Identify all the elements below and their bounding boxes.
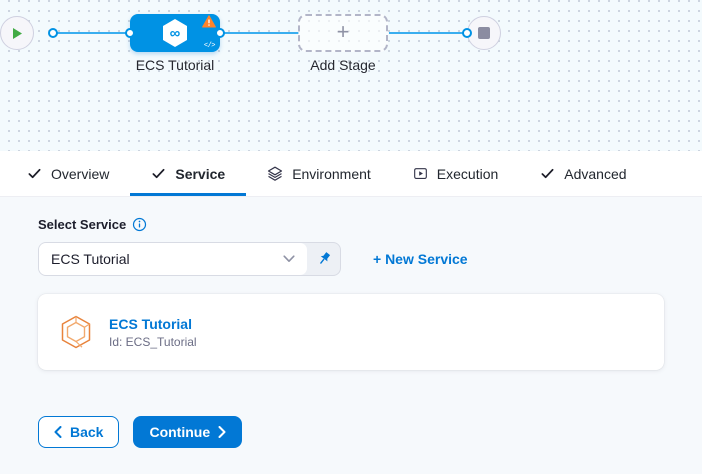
port-end-in[interactable]: [462, 28, 472, 38]
port-stage-in[interactable]: [125, 28, 135, 38]
tab-advanced[interactable]: Advanced: [519, 151, 647, 196]
service-card[interactable]: ECS Tutorial Id: ECS_Tutorial: [38, 294, 664, 370]
info-icon[interactable]: [132, 217, 147, 232]
stage-node-ecs-tutorial[interactable]: ∞ </>: [130, 14, 220, 52]
select-service-label: Select Service: [38, 217, 127, 232]
tab-overview[interactable]: Overview: [6, 151, 130, 196]
pipeline-end-node: [467, 16, 501, 50]
port-stage-out[interactable]: [215, 28, 225, 38]
tab-environment[interactable]: Environment: [246, 151, 392, 196]
tab-service[interactable]: Service: [130, 151, 246, 196]
service-hexagon-icon: [61, 315, 91, 349]
play-icon: [13, 27, 22, 39]
stage-tabbar: Overview Service Environment Execution A…: [0, 151, 702, 197]
add-stage-button[interactable]: +: [298, 14, 388, 52]
warning-icon[interactable]: [202, 15, 216, 28]
check-icon: [28, 168, 41, 179]
back-button[interactable]: Back: [38, 416, 120, 448]
edge-start-to-stage: [53, 32, 130, 34]
plus-icon: +: [336, 19, 350, 44]
port-start-out[interactable]: [48, 28, 58, 38]
execution-icon: [413, 168, 427, 179]
service-card-id: Id: ECS_Tutorial: [109, 334, 197, 349]
service-card-title[interactable]: ECS Tutorial: [109, 315, 192, 332]
service-select-value: ECS Tutorial: [51, 251, 130, 267]
svg-text:∞: ∞: [170, 25, 181, 42]
chevron-down-icon: [283, 255, 295, 262]
code-badge[interactable]: </>: [203, 42, 216, 50]
continue-button[interactable]: Continue: [133, 416, 243, 448]
service-select-input[interactable]: ECS Tutorial: [39, 243, 307, 275]
chevron-right-icon: [218, 426, 226, 438]
stop-icon: [478, 27, 490, 39]
edge-stage-to-addstage: [219, 32, 299, 34]
pipeline-start-node: [0, 16, 34, 50]
new-service-button[interactable]: + New Service: [373, 251, 468, 267]
tab-execution[interactable]: Execution: [392, 151, 519, 196]
check-icon: [152, 168, 165, 179]
cd-hexagon-icon: ∞: [163, 19, 187, 47]
pin-button[interactable]: [307, 243, 340, 275]
service-tab-panel: Select Service ECS Tutorial: [0, 197, 702, 474]
stage-node-label: ECS Tutorial: [135, 57, 215, 73]
check-icon: [541, 168, 554, 179]
add-stage-label: Add Stage: [310, 57, 376, 73]
footer-actions: Back Continue: [38, 416, 664, 448]
chevron-left-icon: [54, 426, 62, 438]
edge-addstage-to-end: [389, 32, 467, 34]
environment-icon: [268, 166, 283, 181]
pin-icon: [319, 252, 330, 264]
service-select-group: ECS Tutorial: [38, 242, 341, 276]
pipeline-canvas[interactable]: ∞ </> ECS Tutorial + Add Stage: [0, 0, 702, 151]
